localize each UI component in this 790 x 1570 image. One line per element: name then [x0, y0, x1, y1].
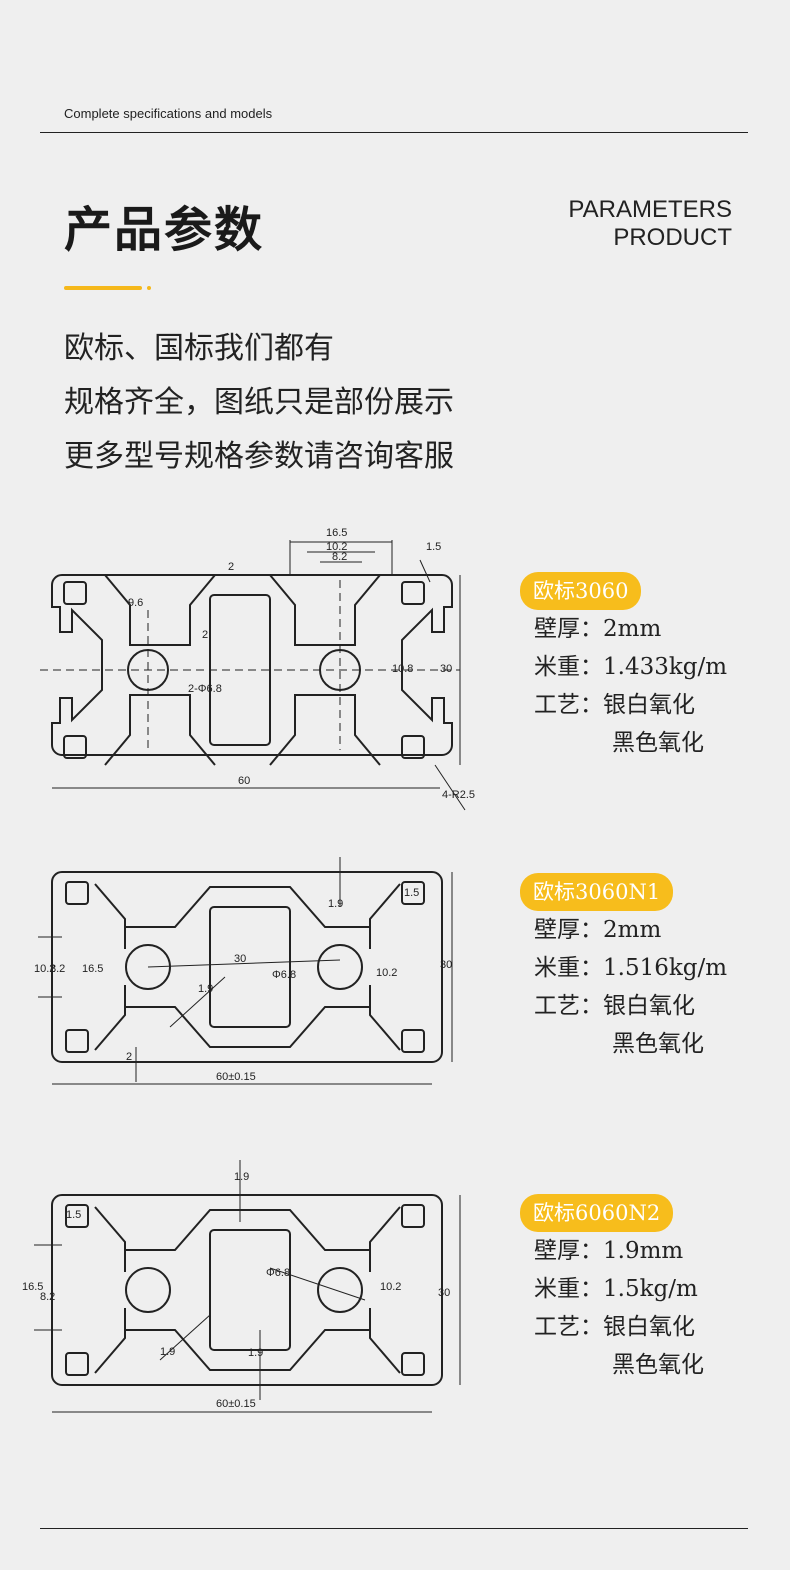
intro-text: 欧标、国标我们都有 规格齐全，图纸只是部份展示 更多型号规格参数请咨询客服	[64, 322, 454, 484]
dim-1: 1.9	[328, 898, 343, 910]
dim-2: 10.2	[326, 541, 347, 553]
dim-12: 4-R2.5	[442, 789, 475, 801]
intro-line-2: 规格齐全，图纸只是部份展示	[64, 385, 454, 420]
dim-6: 10.2	[380, 1281, 401, 1293]
spec-process: 工艺：银白氧化	[534, 1314, 695, 1340]
dim-6: 9.6	[128, 597, 143, 609]
intro-line-3: 更多型号规格参数请咨询客服	[64, 439, 454, 474]
dim-9: 10.8	[392, 663, 413, 675]
dim-7: 30	[438, 1287, 450, 1299]
spec-weight: 米重：1.516kg/m	[534, 955, 728, 981]
model-badge: 欧标6060N2	[520, 1194, 674, 1232]
dim-8: 2-Φ6.8	[188, 683, 222, 695]
top-divider	[40, 132, 748, 133]
dim-1: 1.9	[234, 1171, 249, 1183]
dim-3: 16.5	[22, 1281, 43, 1293]
page-title: 产品参数	[64, 202, 265, 258]
intro-line-1: 欧标、国标我们都有	[64, 331, 334, 366]
model-badge: 欧标3060	[520, 572, 642, 610]
dim-8: 1.9	[160, 1346, 175, 1358]
dim-12: 60±0.15	[216, 1071, 256, 1083]
spec-process-extra: 黑色氧化	[612, 730, 704, 756]
spec-block-6060N2: 欧标6060N2 壁厚：1.9mm 米重：1.5kg/m 工艺：银白氧化 黑色氧…	[520, 1194, 704, 1384]
title-en-line1: PARAMETERS	[568, 196, 732, 223]
dim-8: 10.2	[376, 967, 397, 979]
page-title-english: PARAMETERS PRODUCT	[568, 196, 732, 252]
spec-wall-thickness: 壁厚：2mm	[534, 917, 662, 943]
dim-4: 8.2	[50, 963, 65, 975]
model-badge: 欧标3060N1	[520, 873, 674, 911]
profile-drawing-6060N2: 1.9 1.5 16.5 8.2 Φ6.8 10.2 30 1.9 1.9 60…	[22, 1160, 461, 1413]
bottom-divider	[40, 1528, 748, 1529]
dim-11: 2	[126, 1051, 132, 1063]
dim-2: 1.5	[404, 887, 419, 899]
dim-4: 8.2	[40, 1291, 55, 1303]
dim-4: 1.5	[426, 541, 441, 553]
spec-block-3060: 欧标3060 壁厚：2mm 米重：1.433kg/m 工艺：银白氧化 黑色氧化	[520, 572, 727, 762]
spec-process: 工艺：银白氧化	[534, 692, 695, 718]
profile-drawing-3060N1: 1.9 1.5 10.2 8.2 16.5 30 Φ6.8 10.2 30 1.…	[34, 857, 453, 1085]
spec-process-extra: 黑色氧化	[612, 1031, 704, 1057]
dim-5: 2	[228, 561, 234, 573]
page-subtitle: Complete specifications and models	[64, 106, 273, 121]
spec-weight: 米重：1.5kg/m	[534, 1276, 698, 1302]
dim-10: 1.9	[198, 983, 213, 995]
dim-7: Φ6.8	[272, 969, 296, 981]
dim-2: 1.5	[66, 1209, 81, 1221]
spec-block-3060N1: 欧标3060N1 壁厚：2mm 米重：1.516kg/m 工艺：银白氧化 黑色氧…	[520, 873, 727, 1063]
dim-5: 16.5	[82, 963, 103, 975]
accent-dot	[147, 286, 151, 290]
dim-6: 30	[234, 953, 246, 965]
spec-process: 工艺：银白氧化	[534, 993, 695, 1019]
title-en-line2: PRODUCT	[613, 224, 732, 251]
spec-weight: 米重：1.433kg/m	[534, 654, 728, 680]
dim-7: 2	[202, 629, 208, 641]
profile-drawing-3060: 16.5 10.2 8.2 1.5 2 9.6 2 2-Φ6.8 10.8 30…	[40, 527, 475, 811]
spec-wall-thickness: 壁厚：2mm	[534, 616, 662, 642]
dim-9: 30	[440, 959, 452, 971]
spec-process-extra: 黑色氧化	[612, 1352, 704, 1378]
dim-10: 30	[440, 663, 452, 675]
spec-wall-thickness: 壁厚：1.9mm	[534, 1238, 684, 1264]
dim-9: 1.9	[248, 1347, 263, 1359]
dim-5: Φ6.8	[266, 1267, 290, 1279]
dim-10: 60±0.15	[216, 1398, 256, 1410]
dim-3: 10.2	[34, 963, 55, 975]
dim-3: 8.2	[332, 551, 347, 563]
dim-11: 60	[238, 775, 250, 787]
accent-bar	[64, 286, 142, 290]
dim-1: 16.5	[326, 527, 347, 539]
